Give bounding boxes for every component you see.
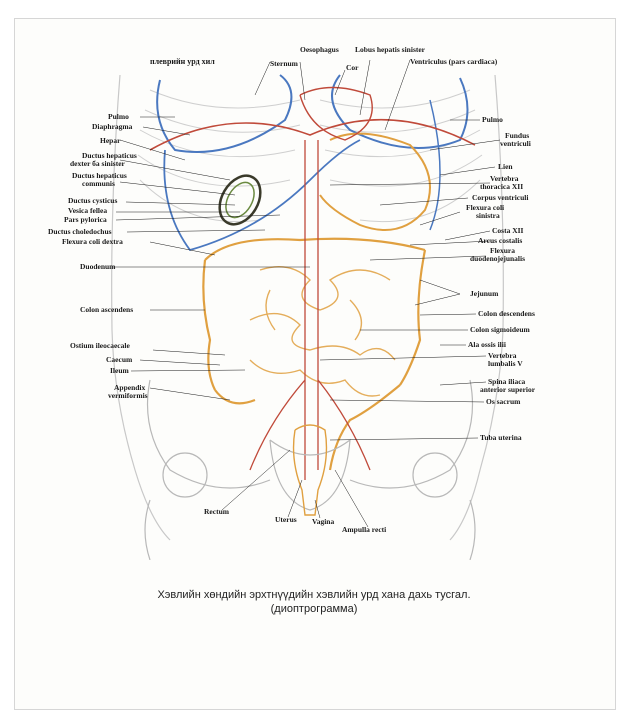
label-fundus-2: ventriculi	[500, 139, 531, 148]
label-rectum: Rectum	[204, 507, 229, 516]
label-ductus-cysticus: Ductus cysticus	[68, 196, 118, 205]
label-ductus-hepaticus-2: dexter ба sinister	[70, 159, 125, 168]
leader-lines	[112, 59, 501, 528]
label-ileum: Ileum	[110, 366, 129, 375]
lungs	[156, 74, 469, 231]
label-sternum: Sternum	[270, 59, 298, 68]
liver-outline	[163, 139, 361, 252]
label-pulmo-left: Pulmo	[108, 112, 129, 121]
label-flexura-dj-2: duodenojejunalis	[470, 254, 526, 263]
label-diaphragma: Diaphragma	[92, 122, 133, 131]
pelvis	[144, 379, 476, 560]
label-vertebra-lumbalis-2: lumbalis V	[488, 359, 523, 368]
label-spina-iliaca-1: Spina iliaca	[488, 377, 526, 386]
label-colon-ascendens: Colon ascendens	[80, 305, 134, 314]
anatomy-diagram	[111, 59, 504, 560]
label-appendix-2: vermiformis	[108, 391, 148, 400]
label-ductus-choledochus: Ductus choledochus	[48, 227, 112, 236]
label-corpus-ventriculi: Corpus ventriculi	[472, 193, 529, 202]
diaphragm-line	[149, 118, 476, 151]
label-pulmo-right: Pulmo	[482, 115, 503, 124]
label-vertebra-thoracica-2: thoracica XII	[480, 182, 524, 191]
label-flexura-dj-1: Flexura	[490, 246, 515, 255]
label-vesica-fellea: Vesica fellea	[68, 206, 108, 215]
caption-line-1: Хэвлийн хөндийн эрхтнүүдийн хэвлийн урд …	[157, 589, 471, 601]
label-ductus-hepaticus-1: Ductus hepaticus	[82, 151, 137, 160]
label-pars-pylorica: Pars pylorica	[64, 215, 107, 224]
label-arcus-costalis: Arcus costalis	[478, 236, 523, 245]
label-costa-xii: Costa XII	[492, 226, 524, 235]
small-intestine	[249, 266, 396, 397]
label-ampulla-recti: Ampulla recti	[342, 525, 387, 534]
label-colon-sigmoideum: Colon sigmoideum	[470, 325, 530, 334]
uterus-shape	[292, 424, 328, 516]
label-ventriculus: Ventriculus (pars cardiaca)	[410, 57, 498, 66]
label-lien: Lien	[498, 162, 513, 171]
label-tuba-uterina: Tuba uterina	[480, 433, 522, 442]
label-flexura-sinistra-2: sinistra	[476, 211, 500, 220]
label-fundus-1: Fundus	[505, 131, 530, 140]
label-lobus-hepatis: Lobus hepatis sinister	[355, 45, 426, 54]
label-flexura-coli-dextra: Flexura coli dextra	[62, 237, 123, 246]
label-cor: Cor	[346, 63, 359, 72]
label-flexura-sinistra-1: Flexura coli	[466, 203, 505, 212]
caption-line-2: (диоптрограмма)	[270, 603, 358, 615]
label-uterus: Uterus	[275, 515, 297, 524]
label-ala-ossis-ilii: Ala ossis ilii	[468, 340, 506, 349]
label-appendix-1: Appendix	[114, 383, 146, 392]
label-ostium-ileocaecale: Ostium ileocaecale	[70, 341, 130, 350]
label-colon-descendens: Colon descendens	[478, 309, 535, 318]
rib-cage	[137, 89, 483, 223]
label-pleura: плеврийн урд хил	[150, 57, 215, 66]
heart-outline	[299, 86, 373, 141]
label-spina-iliaca-2: anterior superior	[480, 385, 536, 394]
vessels	[249, 140, 371, 480]
label-ductus-communis-2: communis	[82, 179, 115, 188]
label-vertebra-thoracica-1: Vertebra	[490, 174, 519, 183]
gallbladder-shape	[218, 174, 262, 226]
label-oesophagus: Oesophagus	[300, 45, 339, 54]
label-duodenum: Duodenum	[80, 262, 116, 271]
stomach-outline	[319, 132, 431, 231]
label-caecum: Caecum	[106, 355, 133, 364]
label-vertebra-lumbalis-1: Vertebra	[488, 351, 517, 360]
label-ductus-communis-1: Ductus hepaticus	[72, 171, 127, 180]
label-jejunum: Jejunum	[470, 289, 499, 298]
label-vagina: Vagina	[312, 517, 335, 526]
label-hepar: Hepar	[100, 136, 121, 145]
label-os-sacrum: Os sacrum	[486, 397, 521, 406]
colon	[202, 237, 427, 471]
